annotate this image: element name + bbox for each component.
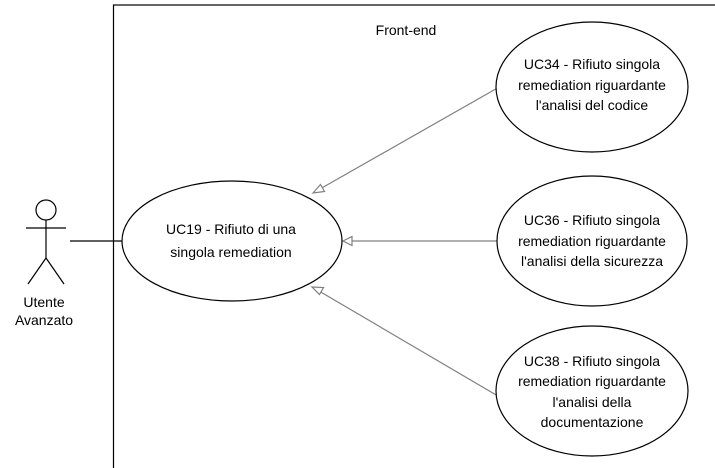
- use-case-uc38-line4: documentazione: [541, 414, 644, 430]
- generalization-uc34-arrowhead: [311, 183, 326, 194]
- use-case-uc34-line2: remediation riguardante: [518, 77, 666, 93]
- generalization-uc36-arrowhead: [341, 235, 353, 247]
- actor-name-line2: Avanzato: [15, 312, 73, 328]
- actor-right-leg: [45, 257, 65, 285]
- actor-name-line1: Utente: [23, 294, 64, 310]
- use-case-uc36-line2: remediation riguardante: [518, 233, 666, 249]
- actor-left-leg: [27, 257, 47, 285]
- use-case-uc19: UC19 - Rifiuto di una singola remediatio…: [121, 180, 343, 302]
- use-case-uc19-ellipse: [121, 180, 343, 302]
- use-case-uc34: UC34 - Rifiuto singola remediation rigua…: [495, 21, 689, 153]
- use-case-uc38: UC38 - Rifiuto singola remediation rigua…: [495, 325, 689, 457]
- use-case-uc34-ellipse: [495, 21, 689, 153]
- use-case-uc38-line3: l'analisi della: [553, 394, 632, 410]
- use-case-uc38-ellipse: [495, 325, 689, 457]
- system-title: Front-end: [376, 22, 437, 38]
- use-case-uc19-line2: singola remediation: [170, 244, 291, 260]
- generalization-uc34-line: [319, 85, 502, 190]
- use-case-uc19-line1: UC19 - Rifiuto di una: [166, 221, 296, 237]
- actor-icon: [26, 199, 66, 285]
- use-case-uc34-line1: UC34 - Rifiuto singola: [524, 56, 660, 72]
- use-case-uc36-line3: l'analisi della sicurezza: [521, 253, 663, 269]
- use-case-uc34-line3: l'analisi del codice: [536, 97, 649, 113]
- generalization-uc38-arrowhead: [310, 286, 325, 296]
- use-case-uc38-line2: remediation riguardante: [518, 373, 666, 389]
- generalization-uc38-line: [318, 290, 504, 400]
- use-case-uc36: UC36 - Rifiuto singola remediation rigua…: [496, 175, 688, 307]
- use-case-uc36-ellipse: [496, 175, 688, 307]
- use-case-uc36-line1: UC36 - Rifiuto singola: [524, 212, 660, 228]
- system-boundary: [112, 4, 715, 468]
- use-case-uc38-line1: UC38 - Rifiuto singola: [524, 353, 660, 369]
- actor-head: [35, 199, 57, 221]
